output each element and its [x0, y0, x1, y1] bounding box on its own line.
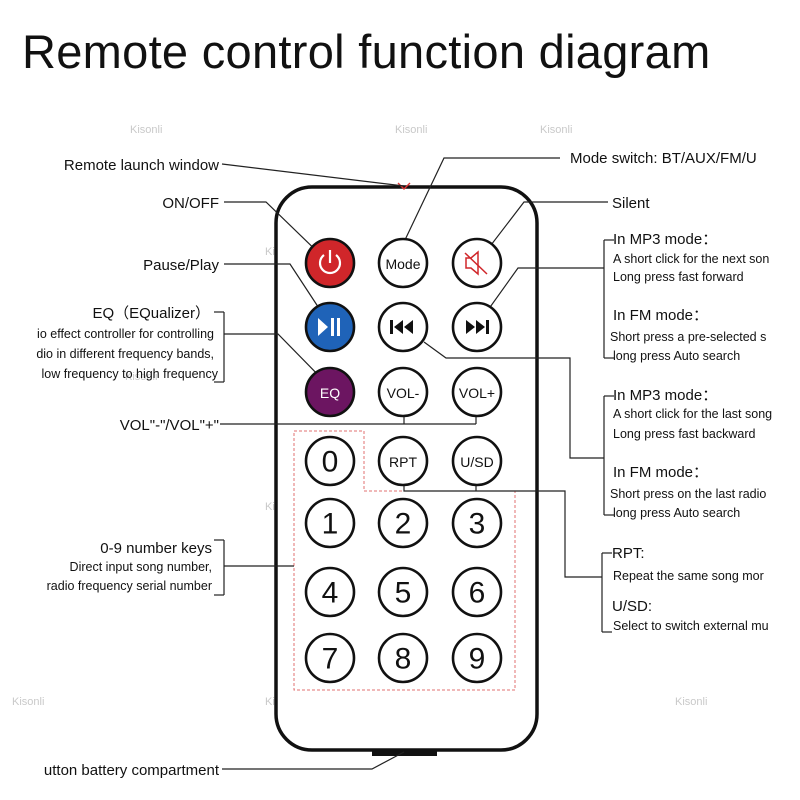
label-number-keys: 0-9 number keys	[100, 540, 212, 557]
label-usd-head: U/SD:	[612, 598, 652, 615]
label-rpt-line1: Repeat the same song mor	[613, 569, 764, 583]
label-prev-fm-line1: Short press on the last radio	[610, 487, 766, 501]
label-silent: Silent	[612, 195, 650, 212]
battery-compartment	[372, 750, 437, 756]
number-8-button[interactable]: 8	[377, 632, 429, 684]
number-0-button[interactable]: 0	[304, 435, 356, 487]
vol-minus-button-label: VOL-	[387, 385, 420, 401]
eq-button-label: EQ	[320, 385, 340, 401]
usd-button[interactable]: U/SD	[451, 435, 503, 487]
mode-button-label: Mode	[385, 256, 420, 272]
number-6-button[interactable]: 6	[451, 566, 503, 618]
right-annotations: Mode switch: BT/AUX/FM/U Silent In MP3 m…	[570, 150, 772, 633]
leader-lines	[214, 157, 614, 770]
label-prev-mp3-line1: A short click for the last song	[613, 407, 772, 421]
power-button[interactable]	[304, 237, 356, 289]
pause-play-button[interactable]	[304, 301, 356, 353]
number-8-label: 8	[395, 643, 412, 676]
label-number-keys-line1: Direct input song number,	[70, 560, 212, 574]
rpt-button[interactable]: RPT	[377, 435, 429, 487]
watermark-2: Kisonli	[395, 124, 427, 136]
play-pause-icon	[318, 318, 340, 336]
number-5-button[interactable]: 5	[377, 566, 429, 618]
number-2-button[interactable]: 2	[377, 497, 429, 549]
number-9-label: 9	[469, 643, 486, 676]
label-eq-line1: io effect controller for controlling	[37, 327, 214, 341]
watermark-7: Kisonli	[12, 696, 44, 708]
label-next-fm-line1: Short press a pre-selected s	[610, 330, 766, 344]
power-icon	[318, 250, 342, 275]
number-7-label: 7	[322, 643, 339, 676]
mute-button[interactable]	[451, 237, 503, 289]
label-pause-play: Pause/Play	[143, 257, 219, 274]
label-next-fm-head: In FM mode：	[613, 307, 708, 324]
mode-button[interactable]: Mode	[377, 237, 429, 289]
label-number-keys-line2: radio frequency serial number	[47, 579, 212, 593]
label-rpt-head: RPT:	[612, 545, 645, 562]
number-3-label: 3	[469, 508, 486, 541]
label-next-fm-line2: long press Auto search	[613, 349, 740, 363]
label-eq-title: EQ（EQualizer）	[92, 305, 210, 322]
label-prev-mp3-line2: Long press fast backward	[613, 427, 755, 441]
label-remote-launch-window: Remote launch window	[64, 157, 219, 174]
label-battery-compartment: utton battery compartment	[44, 762, 220, 779]
number-4-label: 4	[322, 577, 339, 610]
label-prev-fm-head: In FM mode：	[613, 464, 708, 481]
label-eq-line2: dio in different frequency bands,	[36, 347, 214, 361]
number-2-label: 2	[395, 508, 412, 541]
rpt-button-label: RPT	[389, 454, 417, 470]
vol-minus-button[interactable]: VOL-	[377, 366, 429, 418]
label-prev-mp3-head: In MP3 mode：	[613, 387, 717, 404]
watermark-3: Kisonli	[540, 124, 572, 136]
number-1-label: 1	[322, 508, 339, 541]
number-7-button[interactable]: 7	[304, 632, 356, 684]
next-button[interactable]	[451, 301, 503, 353]
label-next-mp3-head: In MP3 mode：	[613, 231, 717, 248]
previous-track-icon	[390, 320, 413, 334]
left-annotations: Remote launch window ON/OFF Pause/Play E…	[36, 157, 219, 779]
next-track-icon	[466, 320, 489, 334]
number-9-button[interactable]: 9	[451, 632, 503, 684]
label-prev-fm-line2: long press Auto search	[613, 506, 740, 520]
number-4-button[interactable]: 4	[304, 566, 356, 618]
label-next-mp3-line2: Long press fast forward	[613, 270, 744, 284]
watermark-1: Kisonli	[130, 124, 162, 136]
number-5-label: 5	[395, 577, 412, 610]
previous-button[interactable]	[377, 301, 429, 353]
label-on-off: ON/OFF	[162, 195, 219, 212]
number-1-button[interactable]: 1	[304, 497, 356, 549]
label-mode-switch: Mode switch: BT/AUX/FM/U	[570, 150, 757, 167]
vol-plus-button-label: VOL+	[459, 385, 495, 401]
label-eq-line3: low frequency to high frequency	[42, 367, 219, 381]
number-0-label: 0	[322, 446, 339, 479]
label-volume: VOL"-"/VOL"+"	[120, 417, 219, 434]
usd-button-label: U/SD	[460, 454, 493, 470]
watermark-5: Kisonli	[125, 371, 157, 383]
eq-button[interactable]: EQ	[304, 366, 356, 418]
vol-plus-button[interactable]: VOL+	[451, 366, 503, 418]
label-next-mp3-line1: A short click for the next son	[613, 252, 769, 266]
diagram-title: Remote control function diagram	[22, 25, 711, 78]
number-6-label: 6	[469, 577, 486, 610]
number-3-button[interactable]: 3	[451, 497, 503, 549]
speaker-muted-icon	[464, 250, 488, 276]
watermark-9: Kisonli	[675, 696, 707, 708]
label-usd-line1: Select to switch external mu	[613, 619, 769, 633]
